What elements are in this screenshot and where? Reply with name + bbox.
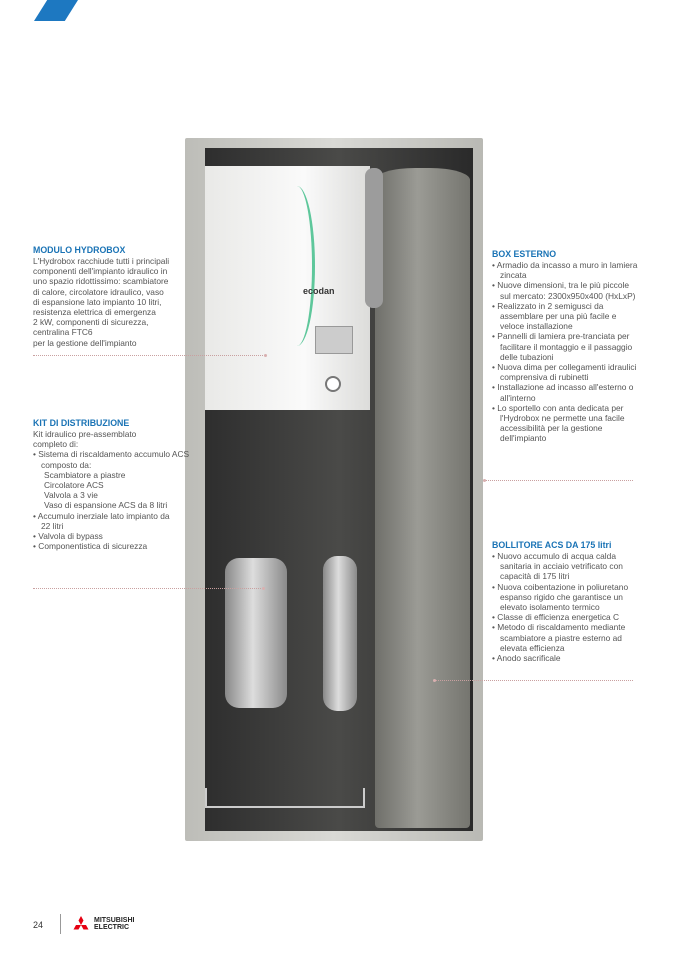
bollitore-section: BOLLITORE ACS DA 175 litri Nuovo accumul… [492,540,638,663]
section-title: BOLLITORE ACS DA 175 litri [492,540,612,550]
hydrobox-section: MODULO HYDROBOX L'Hydrobox racchiude tut… [33,245,193,348]
ecodan-logo: ecodan [303,286,335,296]
acs-tank [375,168,470,828]
box-section: BOX ESTERNO Armadio da incasso a muro in… [492,249,638,444]
section-title: BOX ESTERNO [492,249,557,259]
section-title: MODULO HYDROBOX [33,245,126,255]
pressure-gauge [325,376,341,392]
product-image: ecodan [185,138,483,841]
control-panel [315,326,353,354]
insulated-pipe [365,168,383,308]
page-number: 24 [33,920,44,930]
corner-accent [34,0,78,21]
mitsubishi-logo-icon [73,916,89,930]
kit-section: KIT DI DISTRIBUZIONE Kit idraulico pre-a… [33,418,193,551]
section-title: KIT DI DISTRIBUZIONE [33,418,130,428]
buffer-tank [225,558,287,708]
drain-tray [205,788,365,808]
hydrobox-unit: ecodan [205,166,370,410]
expansion-vessel [323,556,357,711]
